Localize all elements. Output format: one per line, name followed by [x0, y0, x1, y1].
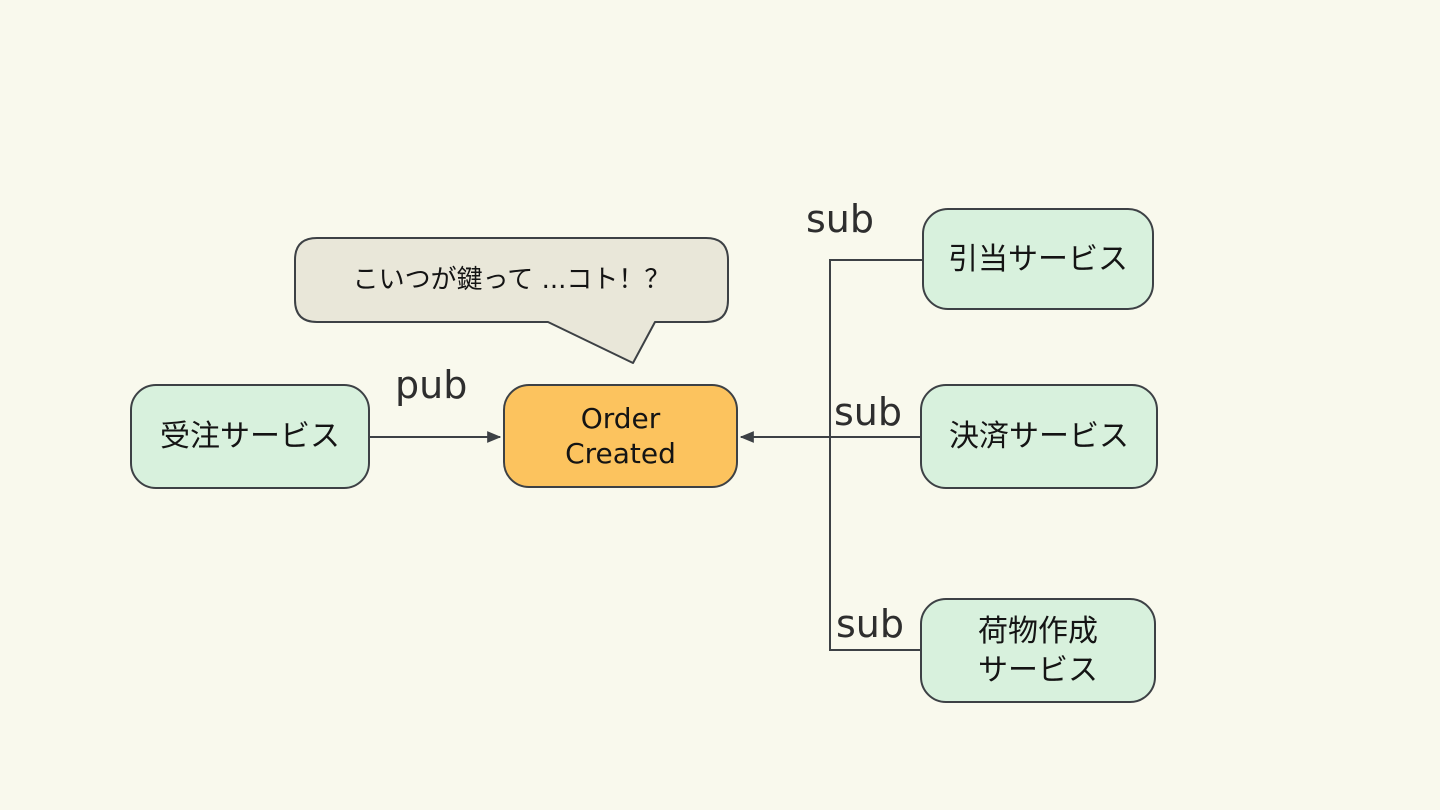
- speech-bubble-shape: [294, 237, 729, 364]
- sub-edge-label-package: sub: [836, 602, 905, 646]
- node-payment-service: 決済サービス: [920, 384, 1158, 489]
- node-package-creation-service: 荷物作成 サービス: [920, 598, 1156, 703]
- node-order-service: 受注サービス: [130, 384, 370, 489]
- pub-edge-label: pub: [395, 363, 468, 407]
- sub-edge-label-payment: sub: [834, 390, 903, 434]
- node-allocation-service: 引当サービス: [922, 208, 1154, 310]
- sub-trunk-line: [829, 259, 922, 651]
- speech-bubble-text: こいつが鍵って ...コト！？: [352, 265, 671, 295]
- node-order-created-event: Order Created: [503, 384, 738, 488]
- sub-edge-label-allocation: sub: [806, 197, 875, 241]
